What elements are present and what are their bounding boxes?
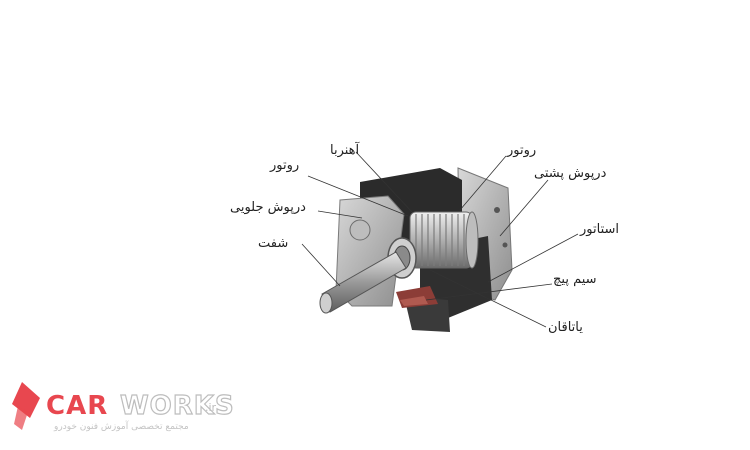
label-shaft: شفت xyxy=(258,236,289,251)
leader-bearing xyxy=(429,269,547,328)
coil-part xyxy=(396,286,438,308)
brand-tagline: مجتمع تخصصی آموزش فنون خودرو xyxy=(54,422,189,432)
leader-front-cover xyxy=(317,210,363,219)
label-coil: سیم پیچ xyxy=(553,272,597,287)
leader-coil xyxy=(425,283,553,301)
rotor-part xyxy=(409,211,479,269)
shaft-part xyxy=(319,251,407,314)
leader-lines xyxy=(301,151,579,328)
brand-name-red: CAR xyxy=(46,391,109,421)
label-magnet: آهنربا xyxy=(330,143,360,158)
leader-rotor-left xyxy=(307,175,409,217)
label-bearing: یاتاقان xyxy=(548,320,583,335)
leader-shaft xyxy=(301,243,341,287)
leader-rotor-top xyxy=(459,155,507,211)
brand-domain: .ir xyxy=(205,401,217,414)
label-back-cover: درپوش پشتی xyxy=(534,166,607,181)
leader-magnet xyxy=(355,151,413,213)
label-rotor-top: روتور xyxy=(507,143,537,158)
leader-stator xyxy=(487,233,579,283)
leader-back-cover xyxy=(499,179,549,237)
label-front-cover: درپوش جلویی xyxy=(230,200,306,215)
label-stator: استاتور xyxy=(580,222,619,237)
label-rotor-left: روتور xyxy=(270,158,300,173)
carworks-logo-icon xyxy=(12,382,40,430)
brand-name-grey: WORKS xyxy=(119,391,235,421)
